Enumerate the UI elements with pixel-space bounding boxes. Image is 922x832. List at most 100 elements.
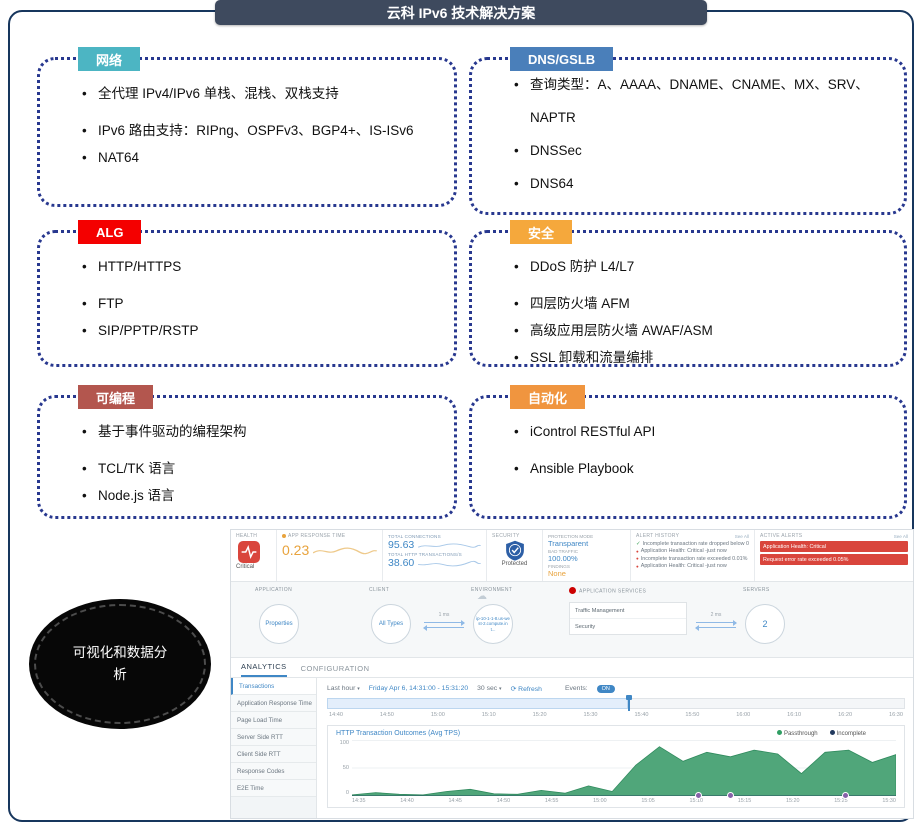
feature-box-security: 安全 DDoS 防护 L4/L7 四层防火墙 AFM 高级应用层防火墙 AWAF… (469, 220, 907, 369)
topology-map: APPLICATION CLIENT ENVIRONMENT APPLICATI… (231, 582, 913, 658)
tab-analytics[interactable]: ANALYTICS (241, 662, 287, 677)
servers-column-label: SERVERS (743, 587, 770, 593)
health-critical-icon (238, 541, 260, 563)
date-range[interactable]: Friday Apr 6, 14:31:00 - 15:31:20 (368, 685, 469, 692)
chart-plot-area[interactable] (352, 740, 896, 799)
refresh-button[interactable]: ⟳ Refresh (510, 685, 542, 693)
client-node[interactable]: All Types (371, 604, 411, 644)
bullet-item: DNS64 (514, 167, 880, 200)
tab-configuration[interactable]: CONFIGURATION (300, 664, 370, 673)
events-label: Events: (564, 685, 588, 692)
active-alert-banner: Application Health: Critical (760, 541, 908, 552)
chart-legend: Passthrough Incomplete (776, 730, 866, 737)
servers-latency: 2 ms (710, 612, 722, 618)
refresh-icon: ⟳ (510, 685, 517, 693)
bullet-item: HTTP/HTTPS (82, 257, 430, 278)
check-icon: ✓ (636, 540, 641, 547)
bullet-item: 全代理 IPv4/IPv6 单栈、混栈、双栈支持 (82, 84, 430, 105)
services-servers-link: 2 ms (693, 612, 739, 632)
shield-icon (505, 540, 524, 561)
bullet-item: 高级应用层防火墙 AWAF/ASM (514, 321, 880, 342)
event-marker[interactable] (694, 792, 702, 799)
findings-label: FINDINGS (548, 564, 570, 569)
sidebar-item-response-codes[interactable]: Response Codes (231, 763, 316, 780)
bullet-item: DNSSec (514, 134, 880, 167)
sidebar-item-e2e-time[interactable]: E2E Time (231, 780, 316, 797)
alert-history-see-all-link[interactable]: See All (734, 533, 749, 539)
feature-box-security-label: 安全 (510, 220, 573, 244)
alert-history-item: ● Application Health: Critical -just now (636, 563, 727, 569)
sidebar-item-server-side-rtt[interactable]: Server Side RTT (231, 729, 316, 746)
sidebar-item-app-response-time[interactable]: Application Response Time (231, 695, 316, 712)
sidebar-item-page-load-time[interactable]: Page Load Time (231, 712, 316, 729)
analytics-main: Last hour ▾ Friday Apr 6, 14:31:00 - 15:… (317, 678, 913, 818)
application-properties-node[interactable]: Properties (259, 604, 299, 644)
bullet-item: NAT64 (82, 148, 430, 169)
bullet-item: 基于事件驱动的编程架构 (82, 422, 430, 443)
feature-box-programmable-list: 基于事件驱动的编程架构 TCL/TK 语言 Node.js 语言 (40, 398, 454, 507)
servers-node[interactable]: 2 (745, 604, 785, 644)
feature-box-automation-list: iControl RESTful API Ansible Playbook (472, 398, 904, 480)
interval-dropdown[interactable]: 30 sec ▾ (477, 685, 502, 692)
time-controls: Last hour ▾ Friday Apr 6, 14:31:00 - 15:… (327, 682, 905, 695)
visualization-ellipse: 可视化和数据分析 (29, 599, 211, 729)
timeline-marker[interactable] (625, 695, 632, 711)
http-transaction-chart: HTTP Transaction Outcomes (Avg TPS) Pass… (327, 725, 905, 808)
slide-frame: 云科 IPv6 技术解决方案 网络 全代理 IPv4/IPv6 单栈、混栈、双栈… (8, 0, 914, 822)
sidebar-item-transactions[interactable]: Transactions (231, 678, 316, 695)
health-label: HEALTH (236, 533, 258, 539)
chevron-down-icon: ▾ (357, 686, 360, 692)
protection-section: PROTECTION MODE Transparent BAD TRAFFIC … (543, 530, 631, 581)
feature-box-security-list: DDoS 防护 L4/L7 四层防火墙 AFM 高级应用层防火墙 AWAF/AS… (472, 233, 904, 369)
event-marker[interactable] (727, 792, 735, 799)
bad-traffic-value: 100.00% (548, 554, 578, 563)
time-range-dropdown[interactable]: Last hour ▾ (327, 685, 360, 692)
connections-sparkline (418, 542, 481, 548)
timeline-scrubber[interactable]: 14:40 14:50 15:00 15:10 15:20 15:30 15:4… (327, 695, 905, 722)
arrow-left-icon (423, 624, 464, 631)
metrics-sidebar: Transactions Application Response Time P… (231, 678, 317, 818)
feature-box-dns-gslb-label: DNS/GSLB (510, 47, 614, 71)
feature-box-automation-label: 自动化 (510, 385, 586, 409)
page-title: 云科 IPv6 技术解决方案 (215, 0, 707, 25)
alert-history-section: ALERT HISTORY See All ✓ Incomplete trans… (631, 530, 755, 581)
environment-node[interactable]: ip-10-1-1-8.us-west-2.compute.int... (473, 604, 513, 644)
client-column-label: CLIENT (369, 587, 390, 593)
feature-box-dns-gslb: DNS/GSLB 查询类型：A、AAAA、DNAME、CNAME、MX、SRV、… (469, 47, 907, 215)
f5-ball-icon (569, 587, 576, 594)
bullet-item: SSL 卸载和流量编排 (514, 348, 880, 369)
cloud-icon: ☁ (477, 591, 487, 602)
active-alerts-see-all-link[interactable]: See All (893, 533, 908, 539)
timeline-selection[interactable] (327, 698, 628, 709)
http-sparkline (418, 560, 481, 567)
events-toggle[interactable]: ON (596, 684, 615, 693)
feature-box-automation: 自动化 iControl RESTful API Ansible Playboo… (469, 385, 907, 519)
timeline-ticks: 14:40 14:50 15:00 15:10 15:20 15:30 15:4… (329, 712, 903, 718)
application-services-box: Traffic Management Security (569, 602, 687, 635)
bad-traffic-label: BAD TRAFFIC (548, 549, 579, 554)
app-response-time-section: APP RESPONSE TIME 0.23 (277, 530, 383, 581)
alert-dot-icon: ● (636, 548, 639, 554)
findings-value: None (548, 569, 566, 578)
sidebar-item-client-side-rtt[interactable]: Client Side RTT (231, 746, 316, 763)
security-label: SECURITY (492, 533, 520, 539)
service-security[interactable]: Security (575, 623, 596, 630)
client-environment-link: 1 ms (421, 612, 467, 632)
service-traffic-management[interactable]: Traffic Management (570, 603, 686, 619)
feature-box-network: 网络 全代理 IPv4/IPv6 单栈、混栈、双栈支持 IPv6 路由支持：RI… (37, 47, 457, 207)
feature-box-programmable-label: 可编程 (78, 385, 154, 409)
bullet-item: 四层防火墙 AFM (514, 294, 880, 315)
arrow-right-icon (424, 619, 465, 626)
security-status: Protected (501, 561, 528, 567)
feature-box-network-label: 网络 (78, 47, 141, 71)
total-http-value: 38.60 (388, 557, 415, 570)
active-alerts-section: ACTIVE ALERTS See All Application Health… (755, 530, 913, 581)
health-status: Critical (236, 564, 255, 570)
feature-box-alg-list: HTTP/HTTPS FTP SIP/PPTP/RSTP (40, 233, 454, 342)
feature-box-network-list: 全代理 IPv4/IPv6 单栈、混栈、双栈支持 IPv6 路由支持：RIPng… (40, 60, 454, 169)
app-response-time-value: 0.23 (282, 542, 310, 558)
alert-history-label: ALERT HISTORY (636, 533, 680, 539)
total-connections-value: 95.63 (388, 539, 415, 551)
event-marker[interactable] (841, 792, 849, 799)
